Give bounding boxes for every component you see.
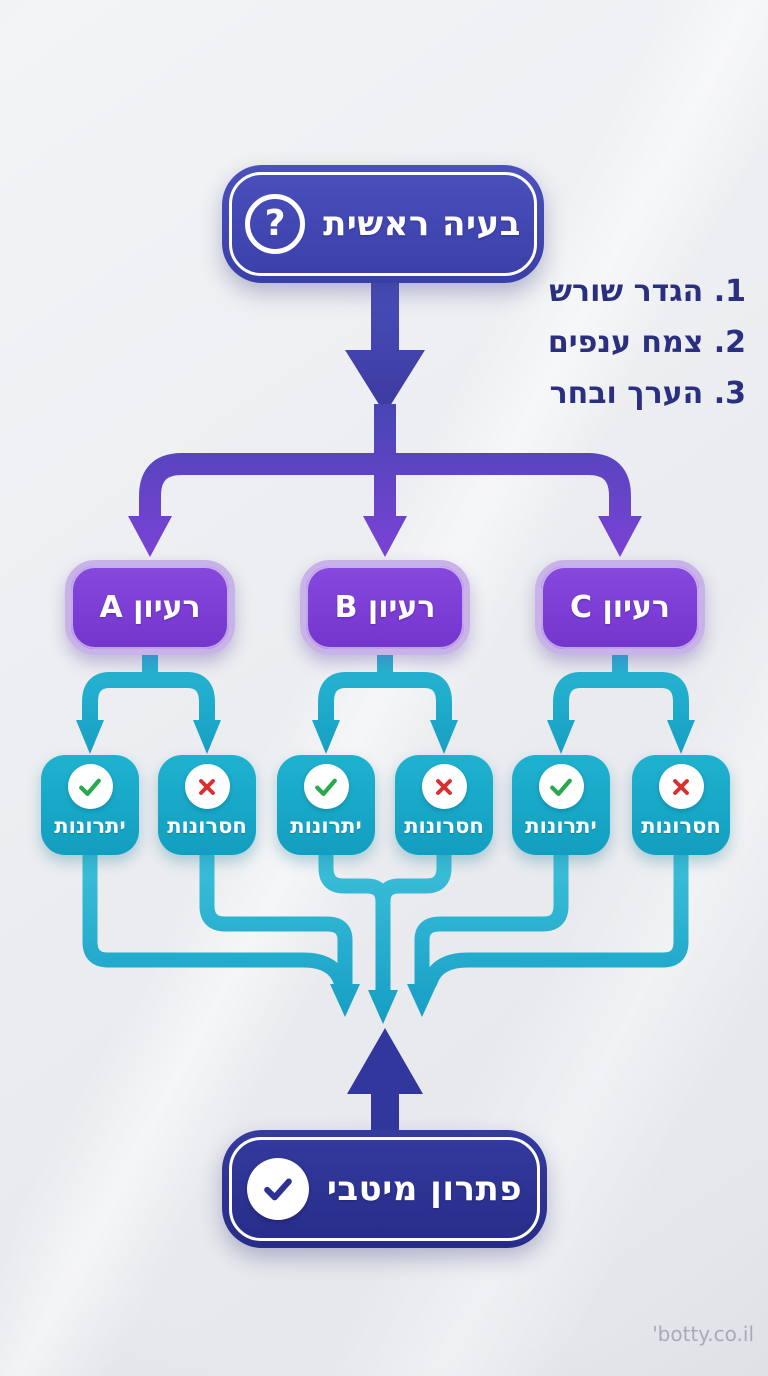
main-problem-node: ? בעיה ראשית — [222, 165, 544, 283]
idea-b-cons-node: חסרונות — [395, 755, 493, 855]
branch-arrowheads — [128, 516, 642, 557]
idea-c-pros-node: יתרונות — [512, 755, 610, 855]
check-icon — [67, 764, 113, 809]
check-icon — [246, 1158, 309, 1220]
idea-fork-arrows — [82, 648, 689, 726]
main-problem-label: בעיה ראשית — [323, 204, 521, 244]
idea-a-node: רעיון A — [65, 560, 235, 655]
x-icon — [421, 764, 467, 809]
idea-c-cons-node: חסרונות — [632, 755, 730, 855]
check-icon — [538, 764, 584, 809]
pros-label: יתרונות — [525, 814, 597, 838]
idea-fork-arrowheads — [76, 720, 695, 754]
solution-up-arrow — [347, 1028, 423, 1140]
question-glyph: ? — [264, 203, 286, 244]
optimal-solution-label: פתרון מיטבי — [326, 1169, 523, 1209]
idea-a-cons-node: חסרונות — [158, 755, 256, 855]
question-mark-icon: ? — [245, 194, 306, 254]
step-item-2: 2. צמח ענפים — [547, 325, 746, 360]
pros-label: יתרונות — [54, 814, 126, 838]
cons-label: חסרונות — [167, 814, 247, 838]
idea-c-node: רעיון C — [535, 560, 705, 655]
step-item-1: 1. הגדר שורש — [549, 274, 746, 309]
branch-split-arrows — [139, 404, 631, 522]
cons-label: חסרונות — [404, 814, 484, 838]
pros-label: יתרונות — [290, 814, 362, 838]
idea-b-pros-node: יתרונות — [277, 755, 375, 855]
check-icon — [303, 764, 349, 809]
step-item-3: 3. הערך ובחר — [549, 376, 746, 411]
converge-arrowheads — [330, 984, 437, 1024]
idea-a-pros-node: יתרונות — [41, 755, 139, 855]
optimal-solution-node: פתרון מיטבי — [222, 1130, 547, 1248]
idea-b-label: רעיון B — [334, 590, 436, 625]
root-down-arrow — [345, 278, 425, 414]
idea-c-label: רעיון C — [570, 590, 670, 625]
converge-arrows — [82, 850, 689, 999]
watermark: 'botty.co.il — [652, 1322, 754, 1346]
x-icon — [184, 764, 230, 809]
x-icon — [658, 764, 704, 809]
steps-list: 1. הגדר שורש 2. צמח ענפים 3. הערך ובחר — [548, 266, 746, 419]
idea-b-node: רעיון B — [300, 560, 470, 655]
cons-label: חסרונות — [641, 814, 721, 838]
idea-a-label: רעיון A — [99, 590, 201, 625]
